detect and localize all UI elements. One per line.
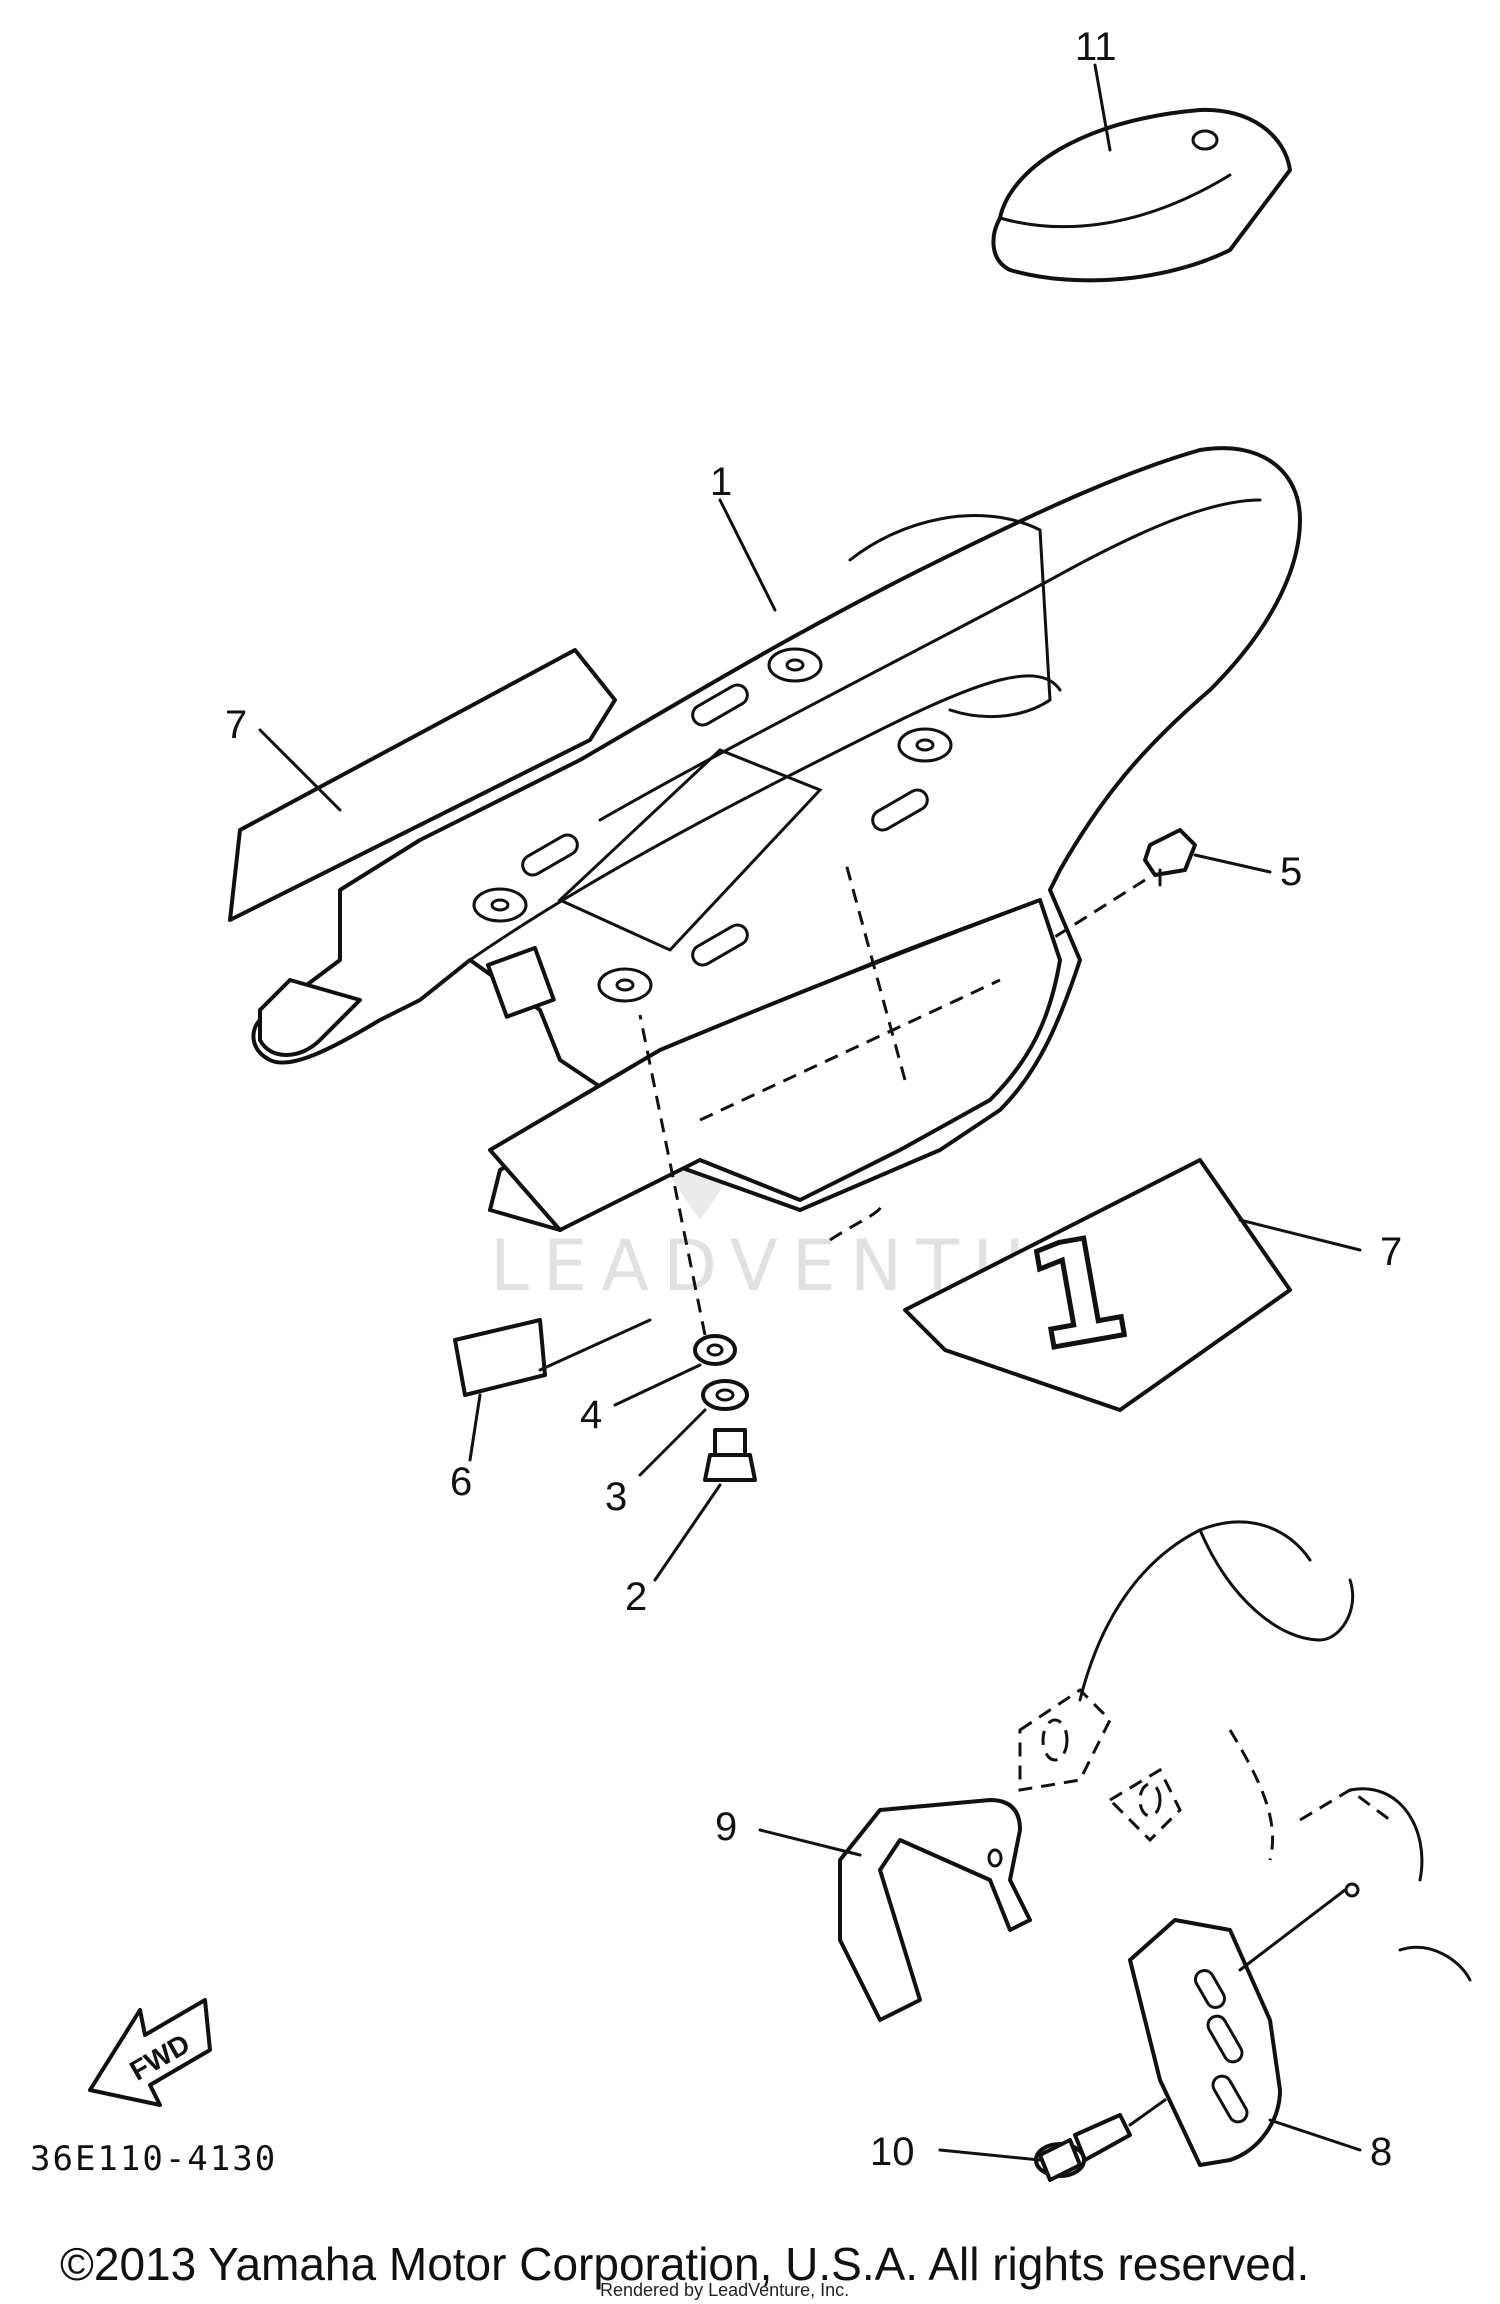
label-2: 2	[625, 1575, 647, 1619]
label-10: 10	[870, 2130, 915, 2174]
part-10-bolt: 10	[870, 2098, 1167, 2182]
part-6-reflector: 6	[450, 1318, 652, 1504]
copyright-text: ©2013 Yamaha Motor Corporation, U.S.A. A…	[60, 2238, 1309, 2290]
credit-text: Rendered by LeadVenture, Inc.	[600, 2280, 849, 2300]
label-8: 8	[1370, 2130, 1392, 2174]
part-1-rear-fender: 1	[251, 446, 1302, 1242]
label-7-left: 7	[225, 703, 247, 747]
part-7-decal-left: 7	[225, 648, 617, 922]
part-7-decal-right: 1 7	[903, 1158, 1402, 1412]
label-11: 11	[1075, 25, 1117, 69]
part-5-bolt: 5	[1049, 828, 1302, 942]
part-11-pad: 11	[991, 25, 1292, 283]
part-2-screw: 2	[625, 1428, 757, 1619]
label-5: 5	[1280, 850, 1302, 894]
part-8-guard: 8	[1128, 1888, 1392, 2174]
diagram-code: 36E110-4130	[30, 2139, 277, 2179]
part-3-lock-washer: 3	[605, 1379, 749, 1519]
label-6: 6	[450, 1460, 472, 1504]
part-9-bracket: 9	[715, 1798, 1032, 2022]
label-7-right: 7	[1380, 1230, 1402, 1274]
label-3: 3	[605, 1475, 627, 1519]
label-1: 1	[710, 460, 732, 504]
label-4: 4	[580, 1393, 602, 1437]
label-9: 9	[715, 1805, 737, 1849]
frame-section	[1018, 1520, 1472, 1982]
fwd-arrow-icon: FWD	[88, 1998, 212, 2107]
part-4-washer: 4	[580, 1014, 737, 1437]
